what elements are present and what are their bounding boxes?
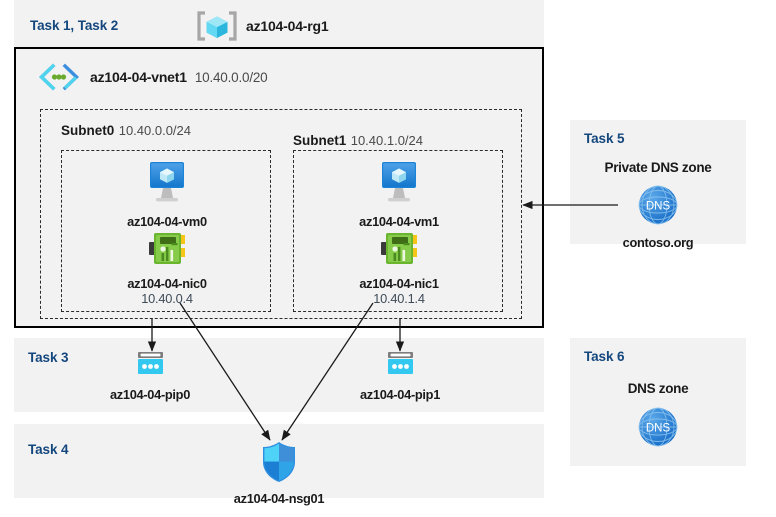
private-dns-node[interactable]: DNS contoso.org <box>578 182 738 250</box>
nic0-label: az104-04-nic0 <box>127 276 207 291</box>
vnet-panel: az104-04-vnet1 10.40.0.0/20 Subnet0 10.4… <box>14 47 544 328</box>
task-label-1-2: Task 1, Task 2 <box>30 18 119 33</box>
resource-group-name: az104-04-rg1 <box>246 18 329 34</box>
subnets-container: Subnet0 10.40.0.0/24 <box>40 109 522 319</box>
subnet0-name: Subnet0 <box>61 123 115 138</box>
virtual-machine-icon <box>140 159 194 207</box>
dns-zone-node[interactable]: DNS <box>578 404 738 455</box>
virtual-machine-icon <box>372 159 426 207</box>
task-label-6: Task 6 <box>584 349 625 364</box>
nic0-node[interactable]: az104-04-nic0 10.40.0.4 <box>87 229 247 306</box>
subnet0-cidr: 10.40.0.0/24 <box>118 123 192 138</box>
nsg-node[interactable]: az104-04-nsg01 <box>199 440 359 506</box>
resource-group-title: az104-04-rg1 <box>196 10 329 42</box>
vnet-title: az104-04-vnet1 10.40.0.0/20 <box>36 62 268 92</box>
nsg-label: az104-04-nsg01 <box>233 491 325 506</box>
pip0-node[interactable]: az104-04-pip0 <box>70 348 230 402</box>
dns-globe-icon: DNS <box>635 404 681 450</box>
pip0-label: az104-04-pip0 <box>109 387 191 402</box>
resource-group-cube-icon <box>196 10 238 42</box>
task-label-4: Task 4 <box>28 442 69 457</box>
pip1-label: az104-04-pip1 <box>359 387 441 402</box>
subnet1-title: Subnet1 10.40.1.0/24 <box>293 132 423 150</box>
pip1-node[interactable]: az104-04-pip1 <box>320 348 480 402</box>
subnet1-box: az104-04-vm1 <box>293 150 503 312</box>
nic0-ip: 10.40.0.4 <box>141 291 193 306</box>
dns-globe-icon: DNS <box>635 182 681 228</box>
svg-text:DNS: DNS <box>646 423 671 435</box>
private-dns-name: contoso.org <box>622 235 694 250</box>
vnet-name: az104-04-vnet1 <box>90 69 187 85</box>
network-security-group-shield-icon <box>259 440 299 484</box>
task-label-3: Task 3 <box>28 350 69 365</box>
vm1-label: az104-04-vm1 <box>359 214 439 229</box>
vm1-node[interactable]: az104-04-vm1 <box>319 159 479 229</box>
public-ip-address-icon <box>379 348 421 380</box>
task-label-5: Task 5 <box>584 131 625 146</box>
svg-text:DNS: DNS <box>646 201 671 213</box>
dns-zone-heading: DNS zone <box>627 381 689 396</box>
public-ip-address-icon <box>129 348 171 380</box>
vnet-cidr: 10.40.0.0/20 <box>194 69 268 85</box>
subnet1-cidr: 10.40.1.0/24 <box>350 133 424 148</box>
vm0-node[interactable]: az104-04-vm0 <box>87 159 247 229</box>
subnet1-name: Subnet1 <box>293 133 347 148</box>
public-ip-panel <box>14 338 544 412</box>
subnet0-box: az104-04-vm0 <box>61 150 271 312</box>
nic1-node[interactable]: az104-04-nic1 10.40.1.4 <box>319 229 479 306</box>
vm0-label: az104-04-vm0 <box>127 214 207 229</box>
network-interface-icon <box>141 229 193 269</box>
virtual-network-icon <box>36 62 82 92</box>
nic1-label: az104-04-nic1 <box>359 276 439 291</box>
private-dns-heading: Private DNS zone <box>604 160 712 175</box>
nic1-ip: 10.40.1.4 <box>373 291 425 306</box>
subnet0-title: Subnet0 10.40.0.0/24 <box>61 122 191 140</box>
network-interface-icon <box>373 229 425 269</box>
resource-group-header-panel <box>14 0 544 47</box>
